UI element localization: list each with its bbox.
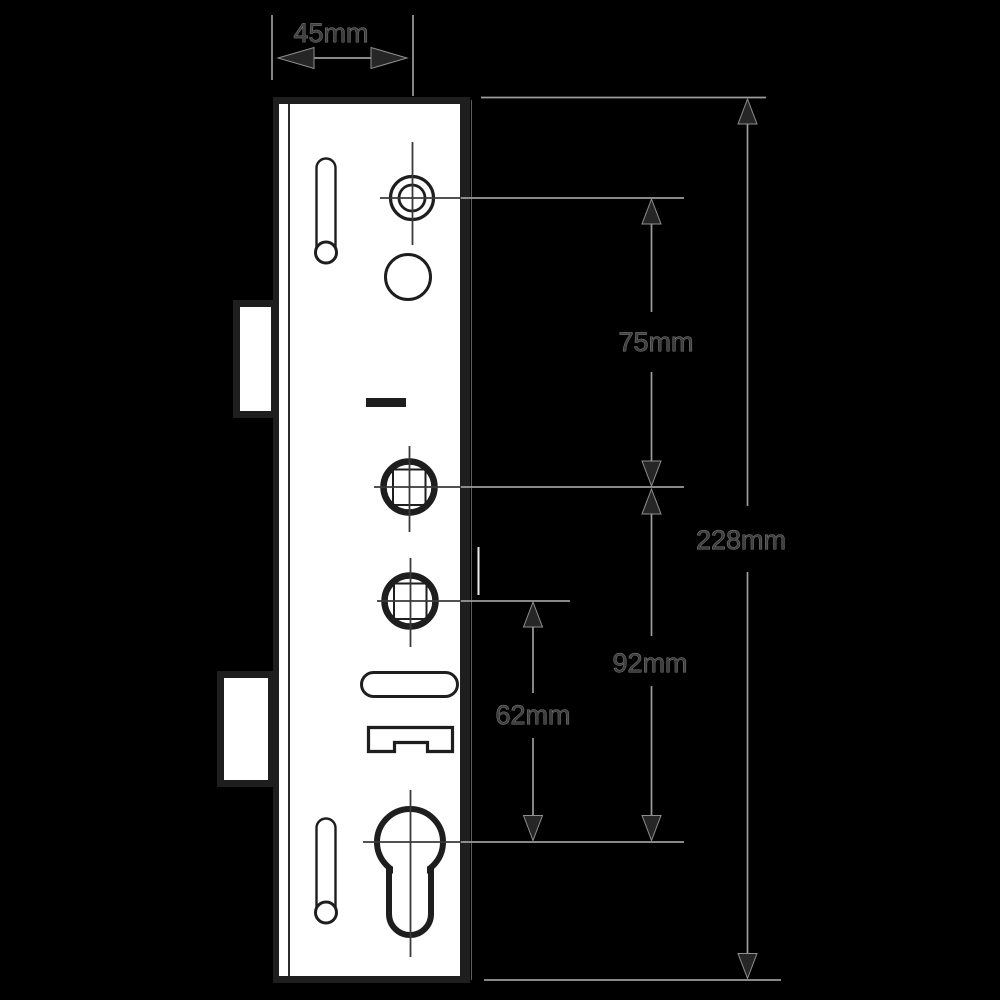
arrow-75-down bbox=[641, 460, 662, 488]
label-92mm: 92mm bbox=[612, 648, 687, 678]
label-45mm: 45mm bbox=[293, 18, 368, 48]
arrow-62-up bbox=[522, 600, 544, 628]
faceplate-right-edge bbox=[460, 97, 470, 983]
top-fixing-slot bbox=[314, 157, 338, 265]
notched-bridge bbox=[366, 725, 455, 754]
label-228mm: 228mm bbox=[696, 525, 786, 555]
faceplate-top-edge bbox=[273, 97, 470, 104]
faceplate-left-edge bbox=[273, 97, 279, 983]
horizontal-slot bbox=[360, 671, 459, 698]
label-62mm: 62mm bbox=[495, 700, 570, 730]
arrow-228-down bbox=[737, 953, 758, 980]
arrow-228-up bbox=[737, 97, 758, 125]
round-hole bbox=[384, 253, 432, 301]
arrow-92-up bbox=[641, 487, 662, 515]
arrow-92-down bbox=[641, 815, 662, 842]
crosshairs bbox=[363, 142, 461, 957]
arrowheads bbox=[276, 46, 758, 980]
lower-bolt bbox=[217, 671, 275, 787]
arrow-45-left bbox=[276, 46, 315, 70]
bottom-fixing-slot bbox=[314, 817, 338, 925]
faceplate bbox=[273, 97, 472, 983]
dimension-lines bbox=[308, 57, 749, 957]
arrow-75-up bbox=[641, 197, 662, 225]
label-75mm: 75mm bbox=[618, 327, 693, 357]
upper-bolt bbox=[233, 300, 278, 418]
top-slot-hole bbox=[314, 240, 338, 265]
reference-lines bbox=[271, 15, 781, 981]
arrow-45-right bbox=[370, 46, 409, 70]
arrow-62-down bbox=[522, 815, 544, 842]
dash-marker bbox=[366, 398, 406, 407]
faceplate-bottom-edge bbox=[273, 976, 470, 983]
bottom-slot-hole bbox=[314, 900, 338, 925]
